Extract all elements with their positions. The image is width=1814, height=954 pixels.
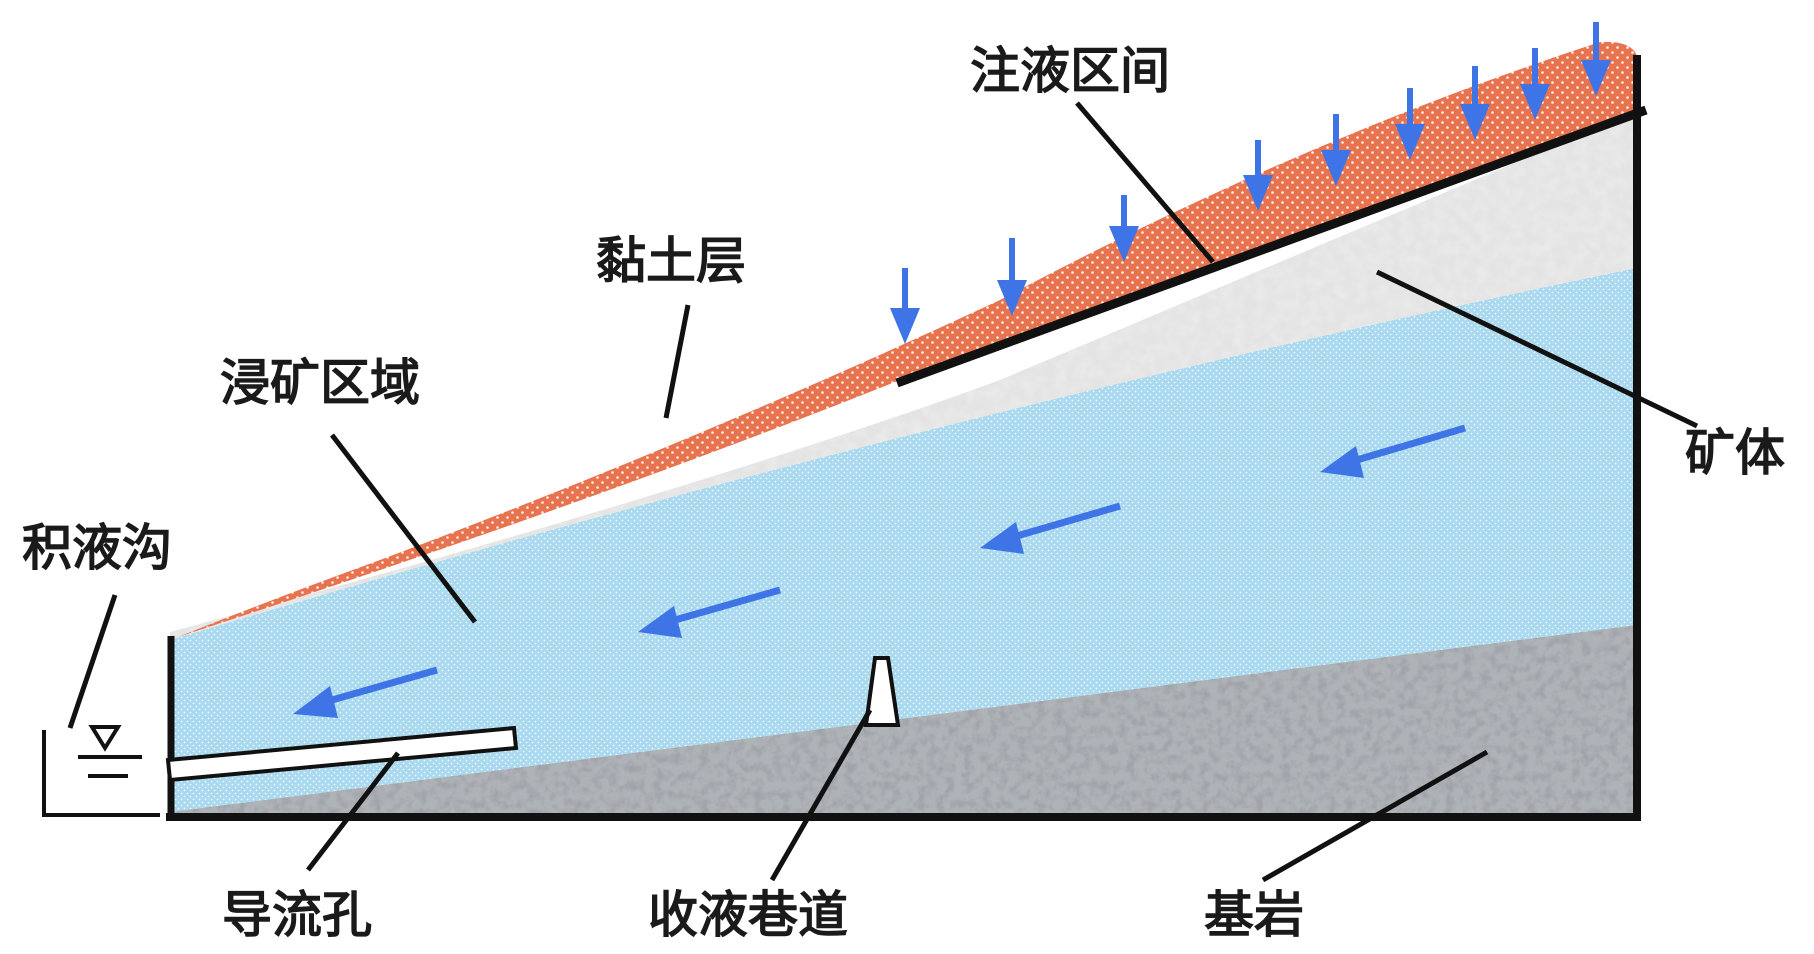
collection-tunnel-label: 收液巷道 xyxy=(648,886,848,944)
injection-line xyxy=(895,105,1648,388)
flow-arrows xyxy=(293,424,1466,718)
injection-zone-label: 注液区间 xyxy=(970,42,1170,100)
leaching-zone-label: 浸矿区域 xyxy=(220,354,420,412)
leaching-zone-layer xyxy=(170,268,1636,812)
bedrock-label: 基岩 xyxy=(1204,886,1304,944)
diversion-hole xyxy=(165,725,519,783)
collection-tunnel xyxy=(863,656,901,727)
ore-body-label: 矿体 xyxy=(1685,424,1785,482)
clay-layer xyxy=(178,41,1638,638)
collection-ditch-label: 积液沟 xyxy=(22,519,172,577)
leader-lines xyxy=(67,101,1699,883)
bedrock-layer xyxy=(170,625,1636,818)
collection-ditch xyxy=(42,725,160,817)
diversion-hole-label: 导流孔 xyxy=(222,886,372,944)
clay-layer-label: 黏土层 xyxy=(596,232,746,290)
injection-arrows xyxy=(890,22,1611,344)
